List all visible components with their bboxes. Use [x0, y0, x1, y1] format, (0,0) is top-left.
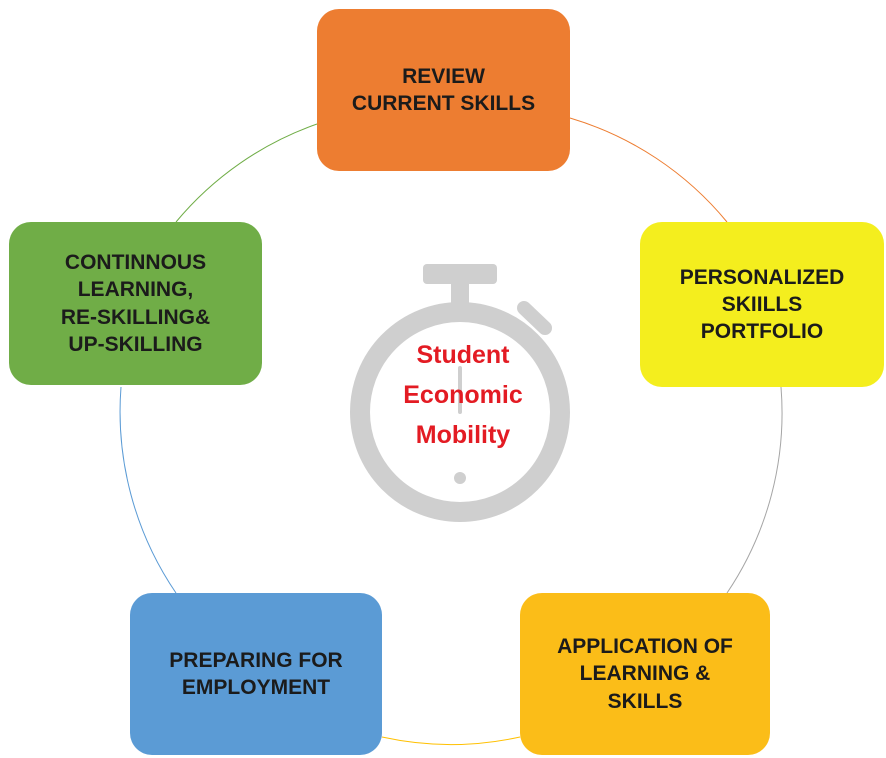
node-application-of-learning: APPLICATION OF LEARNING & SKILLS	[520, 593, 770, 755]
node-personalized-skills-portfolio: PERSONALIZED SKIILLS PORTFOLIO	[640, 222, 884, 387]
node-label: APPLICATION OF LEARNING & SKILLS	[557, 635, 733, 713]
center-label-line: Mobility	[415, 421, 511, 449]
connector-review-to-portfolio	[569, 117, 728, 223]
connector-learn-to-review	[175, 123, 318, 223]
node-review-current-skills: REVIEW CURRENT SKILLS	[317, 9, 570, 171]
node-label: PREPARING FOR EMPLOYMENT	[169, 648, 343, 699]
center-label-line: Student	[416, 341, 510, 369]
node-label: PERSONALIZED SKIILLS PORTFOLIO	[679, 265, 845, 344]
stopwatch-icon	[350, 264, 570, 522]
node-preparing-for-employment: PREPARING FOR EMPLOYMENT	[130, 593, 382, 755]
center-label-line: Economic	[403, 381, 523, 409]
connector-portfolio-to-apply	[726, 386, 783, 594]
node-label: REVIEW CURRENT SKILLS	[351, 64, 536, 115]
node-continuous-learning: CONTINNOUS LEARNING, RE-SKILLING& UP-SKI…	[9, 222, 262, 385]
connector-prep-to-learn	[119, 386, 177, 594]
node-label: CONTINNOUS LEARNING, RE-SKILLING& UP-SKI…	[60, 250, 211, 356]
connector-apply-to-prep	[381, 736, 521, 745]
center-label: Student Economic Mobility	[363, 335, 563, 455]
